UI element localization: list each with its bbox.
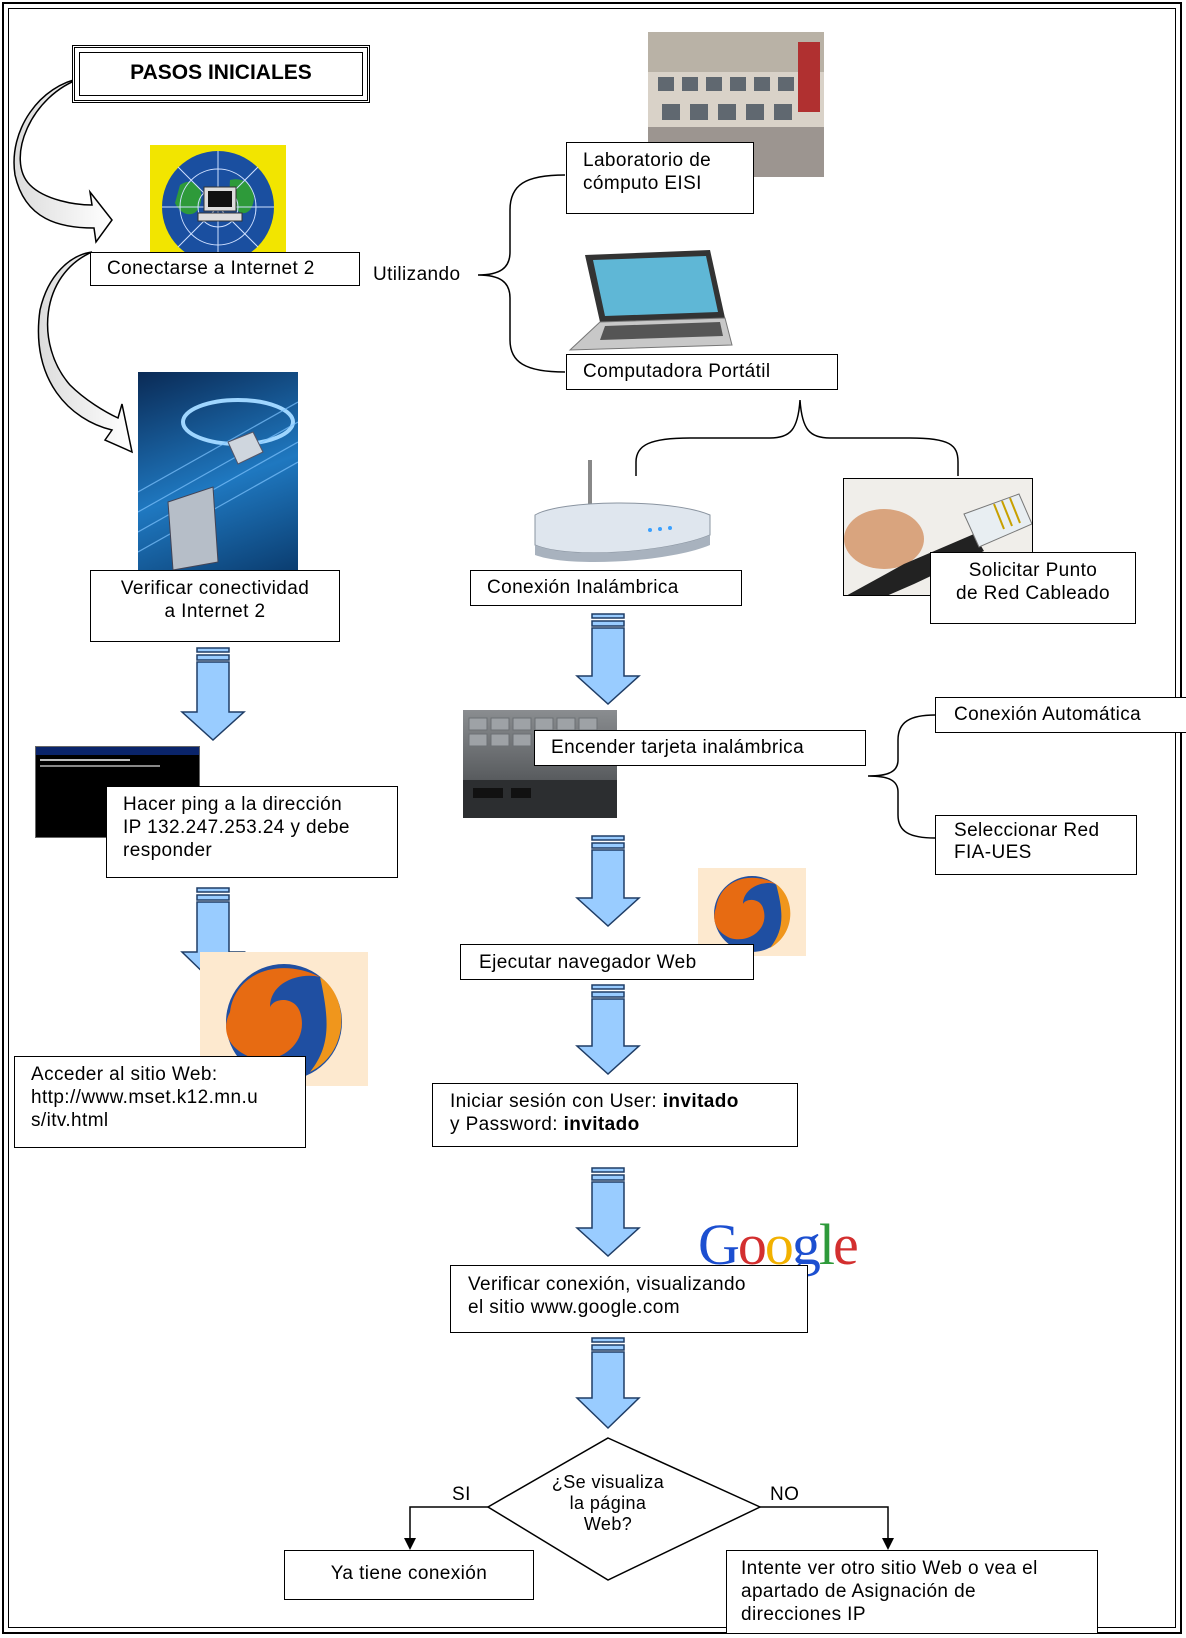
browser-text: Ejecutar navegador Web (479, 952, 697, 973)
connectivity-abstract-image (138, 372, 298, 570)
login-user-value: invitado (662, 1091, 739, 1112)
login-line-2: y Password: invitado (450, 1114, 640, 1135)
login-password-value: invitado (563, 1114, 640, 1135)
step-access-line: s/itv.html (31, 1110, 109, 1131)
no-branch-line (760, 1506, 889, 1540)
check-line: el sitio www.google.com (468, 1297, 680, 1318)
wired-line: Solicitar Punto (968, 560, 1098, 581)
internet-globe-image (150, 145, 286, 253)
card-box: Encender tarjeta inalámbrica (534, 730, 866, 766)
step-verify-line: a Internet 2 (164, 601, 266, 622)
step-ping-line: IP 132.247.253.24 y debe (123, 817, 350, 838)
arrow-login-check (575, 1167, 641, 1258)
decision-diamond (486, 1437, 762, 1581)
step-connect-box: Conectarse a Internet 2 (90, 252, 360, 286)
option-laptop-box: Computadora Portátil (566, 354, 838, 390)
yes-result-box: Ya tiene conexión (284, 1550, 534, 1600)
arrow-browser-login (575, 984, 641, 1076)
auto-text: Conexión Automática (954, 704, 1142, 725)
arrow-wireless-card (575, 613, 641, 706)
no-result-line: direcciones IP (741, 1604, 866, 1625)
decision-question: ¿Se visualiza la página Web? (548, 1472, 668, 1535)
yes-branch-line (409, 1506, 488, 1540)
option-lab-line: Laboratorio de (583, 150, 712, 171)
step-access-line: http://www.mset.k12.mn.u (31, 1087, 259, 1108)
curved-arrow-1 (13, 77, 113, 244)
select-line: Seleccionar Red (954, 820, 1100, 841)
login-line-1: Iniciar sesión con User: invitado (450, 1091, 739, 1112)
step-verify-line: Verificar conectividad (120, 578, 310, 599)
select-box: Seleccionar Red FIA-UES (935, 815, 1137, 875)
laptop-image (560, 250, 735, 352)
step-ping-box: Hacer ping a la dirección IP 132.247.253… (106, 786, 398, 878)
inner-frame (8, 8, 1176, 1628)
no-result-box: Intente ver otro sitio Web o vea el apar… (726, 1550, 1098, 1634)
yes-arrowhead (404, 1538, 416, 1550)
option-lab-line: cómputo EISI (583, 173, 702, 194)
arrow-verify-ping (180, 647, 246, 742)
step-ping-line: Hacer ping a la dirección (123, 794, 343, 815)
option-laptop-text: Computadora Portátil (583, 361, 771, 382)
step-access-line: Acceder al sitio Web: (31, 1064, 218, 1085)
arrow-check-decision (575, 1337, 641, 1430)
wireless-text: Conexión Inalámbrica (487, 577, 679, 598)
check-line: Verificar conexión, visualizando (468, 1274, 746, 1295)
wireless-router-image (520, 460, 715, 568)
auto-box: Conexión Automática (935, 697, 1186, 733)
utilizando-label: Utilizando (373, 264, 461, 285)
brace-utilizando (477, 174, 566, 373)
brace-laptop (635, 399, 959, 476)
arrow-card-browser (575, 835, 641, 928)
no-result-line: apartado de Asignación de (741, 1581, 977, 1602)
step-ping-line: responder (123, 840, 213, 861)
curved-arrow-2 (37, 251, 134, 454)
no-arrowhead (882, 1538, 894, 1550)
option-lab-box: Laboratorio de cómputo EISI (566, 142, 754, 214)
decision-line: la página (569, 1493, 647, 1513)
wired-line: de Red Cableado (956, 583, 1110, 604)
brace-card (867, 714, 936, 839)
select-line: FIA-UES (954, 842, 1032, 863)
wired-box: Solicitar Punto de Red Cableado (930, 552, 1136, 624)
step-connect-text: Conectarse a Internet 2 (107, 258, 315, 279)
wireless-box: Conexión Inalámbrica (470, 570, 742, 606)
title-box: PASOS INICIALES (72, 45, 370, 103)
step-verify-box: Verificar conectividad a Internet 2 (90, 570, 340, 642)
check-box: Verificar conexión, visualizando el siti… (450, 1265, 808, 1333)
decision-line: ¿Se visualiza (551, 1472, 665, 1492)
no-result-line: Intente ver otro sitio Web o vea el (741, 1558, 1038, 1579)
yes-result-text: Ya tiene conexión (330, 1563, 488, 1584)
firefox-logo-right (698, 868, 806, 956)
block-arrow (180, 613, 641, 1430)
yes-label: SI (452, 1484, 471, 1505)
decision-line: Web? (583, 1514, 633, 1534)
card-text: Encender tarjeta inalámbrica (551, 737, 805, 758)
step-access-box: Acceder al sitio Web: http://www.mset.k1… (14, 1056, 306, 1148)
login-box: Iniciar sesión con User: invitado y Pass… (432, 1083, 798, 1147)
browser-box: Ejecutar navegador Web (460, 944, 754, 980)
no-label: NO (770, 1484, 800, 1505)
